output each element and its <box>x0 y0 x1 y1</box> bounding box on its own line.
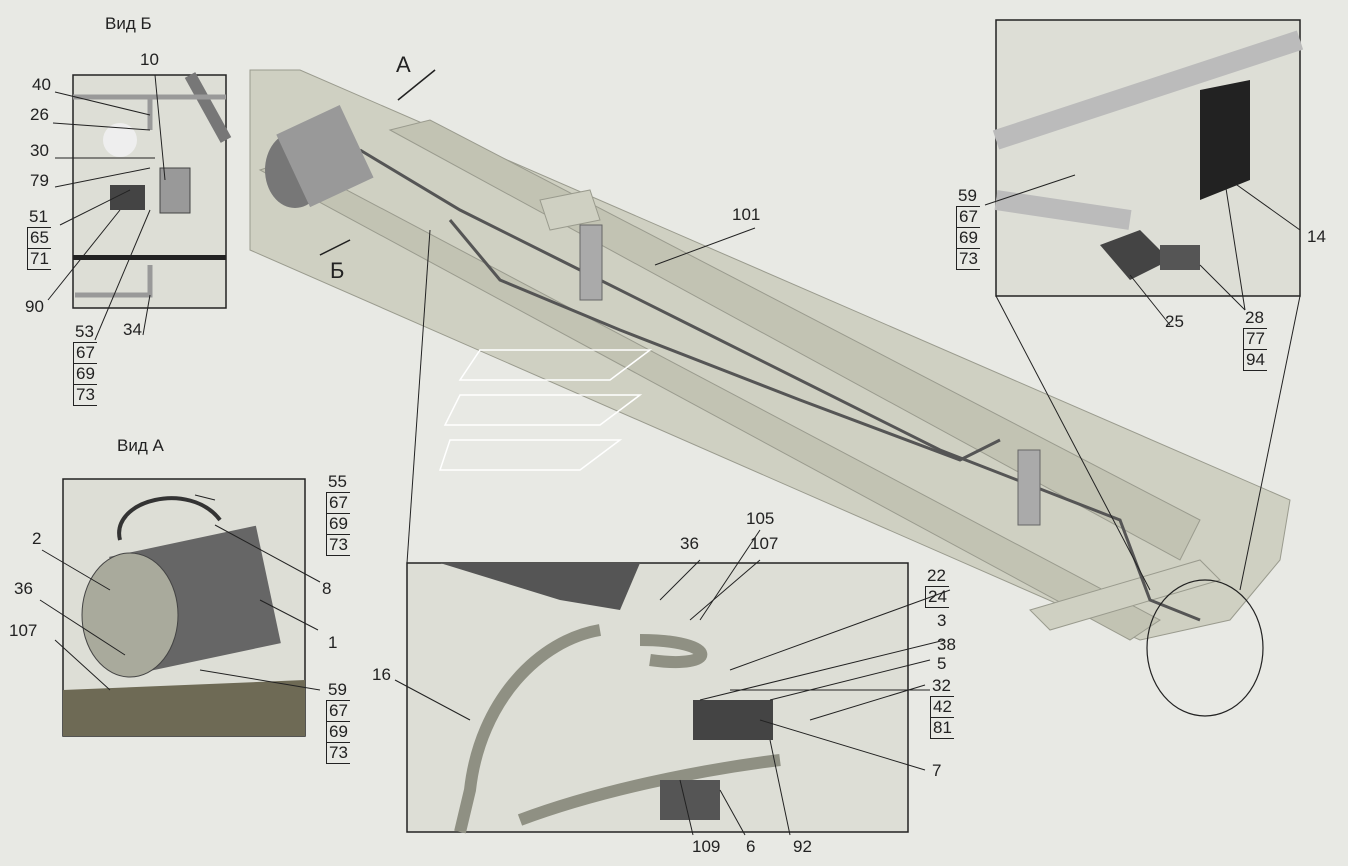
stack-item: 69 <box>73 364 97 385</box>
callout-79: 79 <box>30 171 49 190</box>
stack-item: 71 <box>27 249 51 270</box>
callout-14: 14 <box>1307 227 1326 246</box>
callout-40: 40 <box>32 75 51 94</box>
callout-30: 30 <box>30 141 49 160</box>
stack-item: 28 <box>1243 308 1267 329</box>
stack-item: 55 <box>326 472 350 493</box>
callout-1: 1 <box>328 633 338 652</box>
inset-callout-38: 38 <box>937 635 956 654</box>
stack-item: 77 <box>1243 329 1267 350</box>
stack-item: 81 <box>930 718 954 739</box>
callout-25: 25 <box>1165 312 1184 331</box>
stack-item: 51 <box>27 207 51 228</box>
detail-art <box>992 30 1304 280</box>
callout-8: 8 <box>322 579 332 598</box>
inset-callout-5: 5 <box>937 654 947 673</box>
stack-item: 67 <box>73 343 97 364</box>
stack-item: 59 <box>326 680 350 701</box>
stack-item: 94 <box>1243 350 1267 371</box>
inset-callout-16: 16 <box>372 665 391 684</box>
view-a-title: Вид А <box>117 436 164 455</box>
arrow-b-icon <box>319 239 351 256</box>
stack-item: 73 <box>326 535 350 556</box>
detail-circle <box>1146 579 1264 717</box>
stack-item: 59 <box>956 186 980 207</box>
view-b-marker: Б <box>330 258 345 283</box>
inset-callout-3: 3 <box>937 611 947 630</box>
callout-34: 34 <box>123 320 142 339</box>
stack-item: 42 <box>930 697 954 718</box>
inset-callout-107: 107 <box>750 534 779 553</box>
inset-callout-6: 6 <box>746 837 756 856</box>
stack-item: 53 <box>73 322 97 343</box>
stack-item: 67 <box>956 207 980 228</box>
leader-lines <box>39 74 1301 836</box>
view-a-marker: А <box>396 52 411 77</box>
stack-item: 73 <box>956 249 980 270</box>
callout-101: 101 <box>732 205 761 224</box>
inset-frame <box>406 562 909 833</box>
stack-item: 69 <box>326 514 350 535</box>
stack-item: 32 <box>930 676 954 697</box>
callout-10: 10 <box>140 50 159 69</box>
stack-item: 22 <box>925 566 949 587</box>
stack-item: 24 <box>925 587 949 608</box>
callout-26: 26 <box>30 105 49 124</box>
air-pipes <box>359 148 1201 622</box>
view-a-art <box>63 496 305 736</box>
callout-2: 2 <box>32 529 42 548</box>
stack-item: 67 <box>326 701 350 722</box>
callout-90: 90 <box>25 297 44 316</box>
inset-callout-92: 92 <box>793 837 812 856</box>
inset-callout-7: 7 <box>932 761 942 780</box>
stack-item: 69 <box>326 722 350 743</box>
callout-107: 107 <box>9 621 38 640</box>
inset-art <box>440 563 781 834</box>
view-b-title: Вид Б <box>105 14 152 33</box>
inset-callout-109: 109 <box>692 837 721 856</box>
view-b-art <box>73 72 232 298</box>
inset-callout-105: 105 <box>746 509 775 528</box>
stack-item: 73 <box>73 385 97 406</box>
stack-item: 69 <box>956 228 980 249</box>
stack-item: 73 <box>326 743 350 764</box>
inset-callout-36: 36 <box>680 534 699 553</box>
stack-item: 65 <box>27 228 51 249</box>
callout-36: 36 <box>14 579 33 598</box>
arrow-a-icon <box>397 69 436 101</box>
stack-item: 67 <box>326 493 350 514</box>
